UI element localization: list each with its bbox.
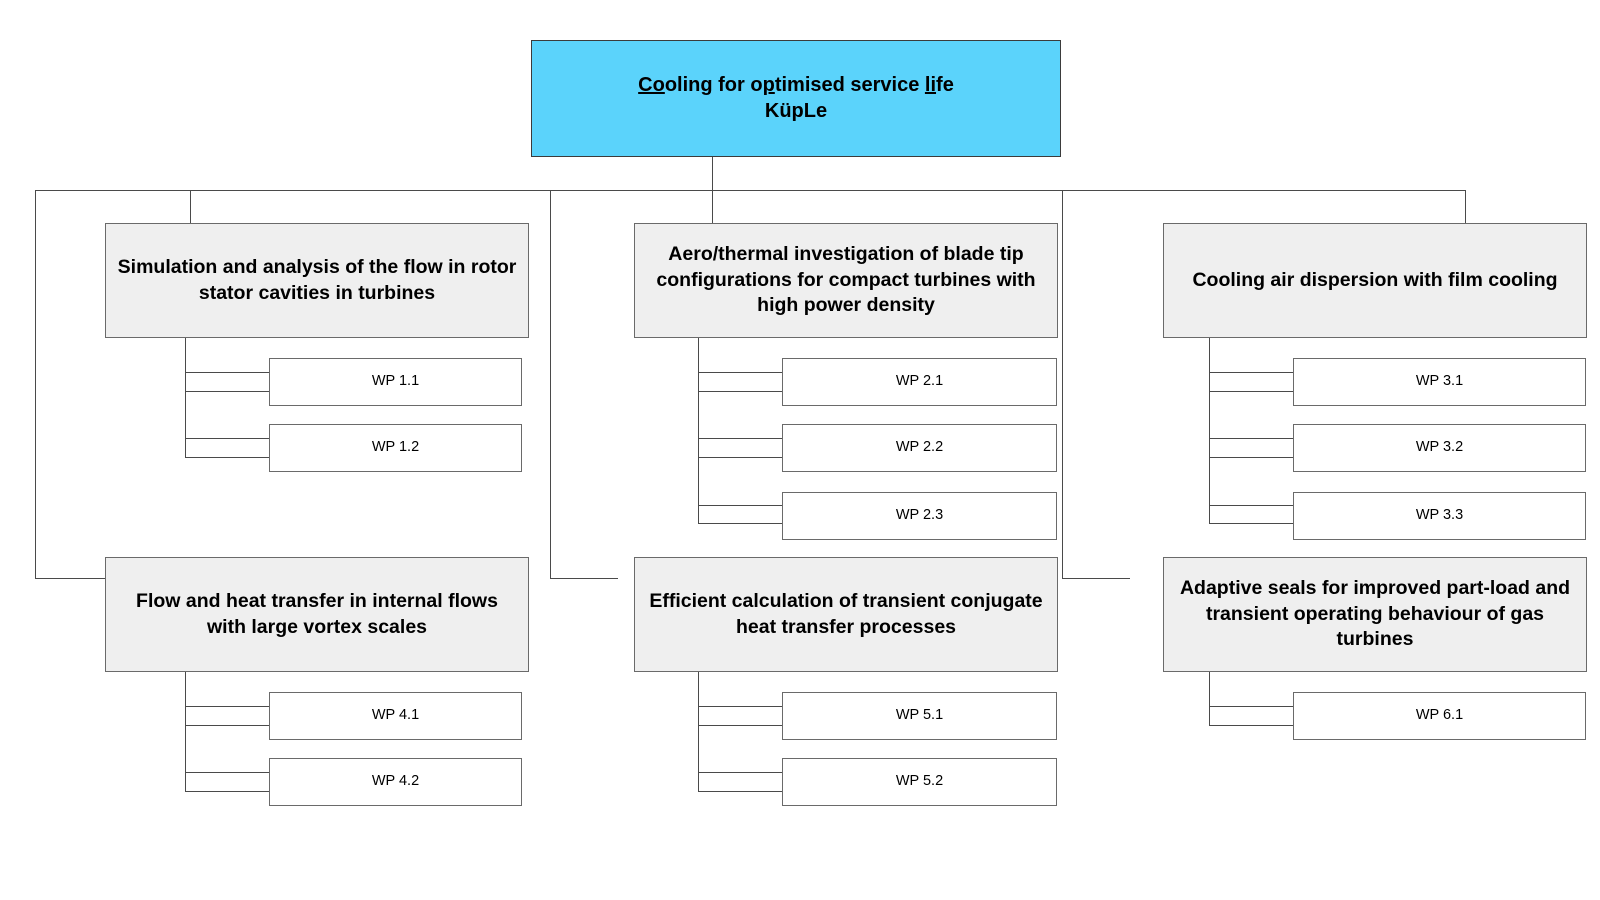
wp-box-1-1: WP 1.1 [269,358,522,406]
connector-col6-wp-trunk [1209,672,1210,725]
connector-col1-outer-vertical [35,190,36,579]
connector-wp-4-2-b [185,791,269,792]
connector-wp-3-2-b [1209,457,1293,458]
project-box-5: Efficient calculation of transient conju… [634,557,1058,672]
project-box-6: Adaptive seals for improved part-load an… [1163,557,1587,672]
project-box-3: Cooling air dispersion with film cooling [1163,223,1587,338]
wp-box-3-2: WP 3.2 [1293,424,1586,472]
connector-wp-5-1-a [698,706,782,707]
connector-wp-3-1-a [1209,372,1293,373]
wp-box-5-1: WP 5.1 [782,692,1057,740]
wp-box-4-2: WP 4.2 [269,758,522,806]
connector-wp-2-1-a [698,372,782,373]
connector-wp-6-1-a [1209,706,1293,707]
connector-wp-3-2-a [1209,438,1293,439]
connector-wp-2-1-b [698,391,782,392]
connector-col3-wp-trunk [1209,338,1210,523]
title-underline-co: Co [638,73,665,96]
connector-wp-2-3-b [698,523,782,524]
title-plain-2: timised service [774,73,925,96]
connector-wp-3-3-b [1209,523,1293,524]
connector-col3-row1-drop [1465,190,1466,223]
connector-col1-wp-trunk [185,338,186,457]
connector-col1-row2-stub [35,578,105,579]
connector-col5-wp-trunk [698,672,699,791]
title-underline-li: li [924,73,937,96]
connector-col4-wp-trunk [185,672,186,791]
connector-wp-2-3-a [698,505,782,506]
connector-wp-4-1-a [185,706,269,707]
connector-col2-row2-stub [550,578,618,579]
connector-wp-1-2-a [185,438,269,439]
connector-wp-4-1-b [185,725,269,726]
wp-box-3-3: WP 3.3 [1293,492,1586,540]
title-box-text: Cooling for optimised service life KüpLe [638,73,954,124]
wp-box-1-2: WP 1.2 [269,424,522,472]
title-underline-p: p [762,73,775,96]
project-box-4: Flow and heat transfer in internal flows… [105,557,529,672]
connector-wp-3-1-b [1209,391,1293,392]
wp-box-3-1: WP 3.1 [1293,358,1586,406]
title-plain-3: fe [936,73,954,96]
connector-wp-3-3-a [1209,505,1293,506]
connector-col1-row1-drop [190,190,191,223]
connector-wp-5-1-b [698,725,782,726]
wp-box-2-3: WP 2.3 [782,492,1057,540]
connector-wp-6-1-b [1209,725,1293,726]
connector-wp-4-2-a [185,772,269,773]
connector-wp-1-2-b [185,457,269,458]
connector-wp-5-2-b [698,791,782,792]
connector-col2-wp-trunk [698,338,699,523]
connector-wp-2-2-b [698,457,782,458]
connector-wp-5-2-a [698,772,782,773]
wp-box-4-1: WP 4.1 [269,692,522,740]
wp-box-2-1: WP 2.1 [782,358,1057,406]
project-box-2: Aero/thermal investigation of blade tip … [634,223,1058,338]
connector-wp-2-2-a [698,438,782,439]
connector-col3-outer-vertical [1062,190,1063,579]
connector-wp-1-1-b [185,391,269,392]
wp-box-6-1: WP 6.1 [1293,692,1586,740]
title-box: Cooling for optimised service life KüpLe [531,40,1061,157]
connector-main-bus [35,190,1466,191]
connector-wp-1-1-a [185,372,269,373]
connector-col2-outer-vertical [550,190,551,579]
wp-box-2-2: WP 2.2 [782,424,1057,472]
title-acronym: KüpLe [764,99,828,122]
title-plain-1: oling for o [664,73,763,96]
connector-col2-row1-drop [712,190,713,223]
title-line-1: Cooling for optimised service life [638,73,954,99]
connector-col3-row2-stub [1062,578,1130,579]
connector-title-drop [712,156,713,191]
wp-box-5-2: WP 5.2 [782,758,1057,806]
project-box-1: Simulation and analysis of the flow in r… [105,223,529,338]
